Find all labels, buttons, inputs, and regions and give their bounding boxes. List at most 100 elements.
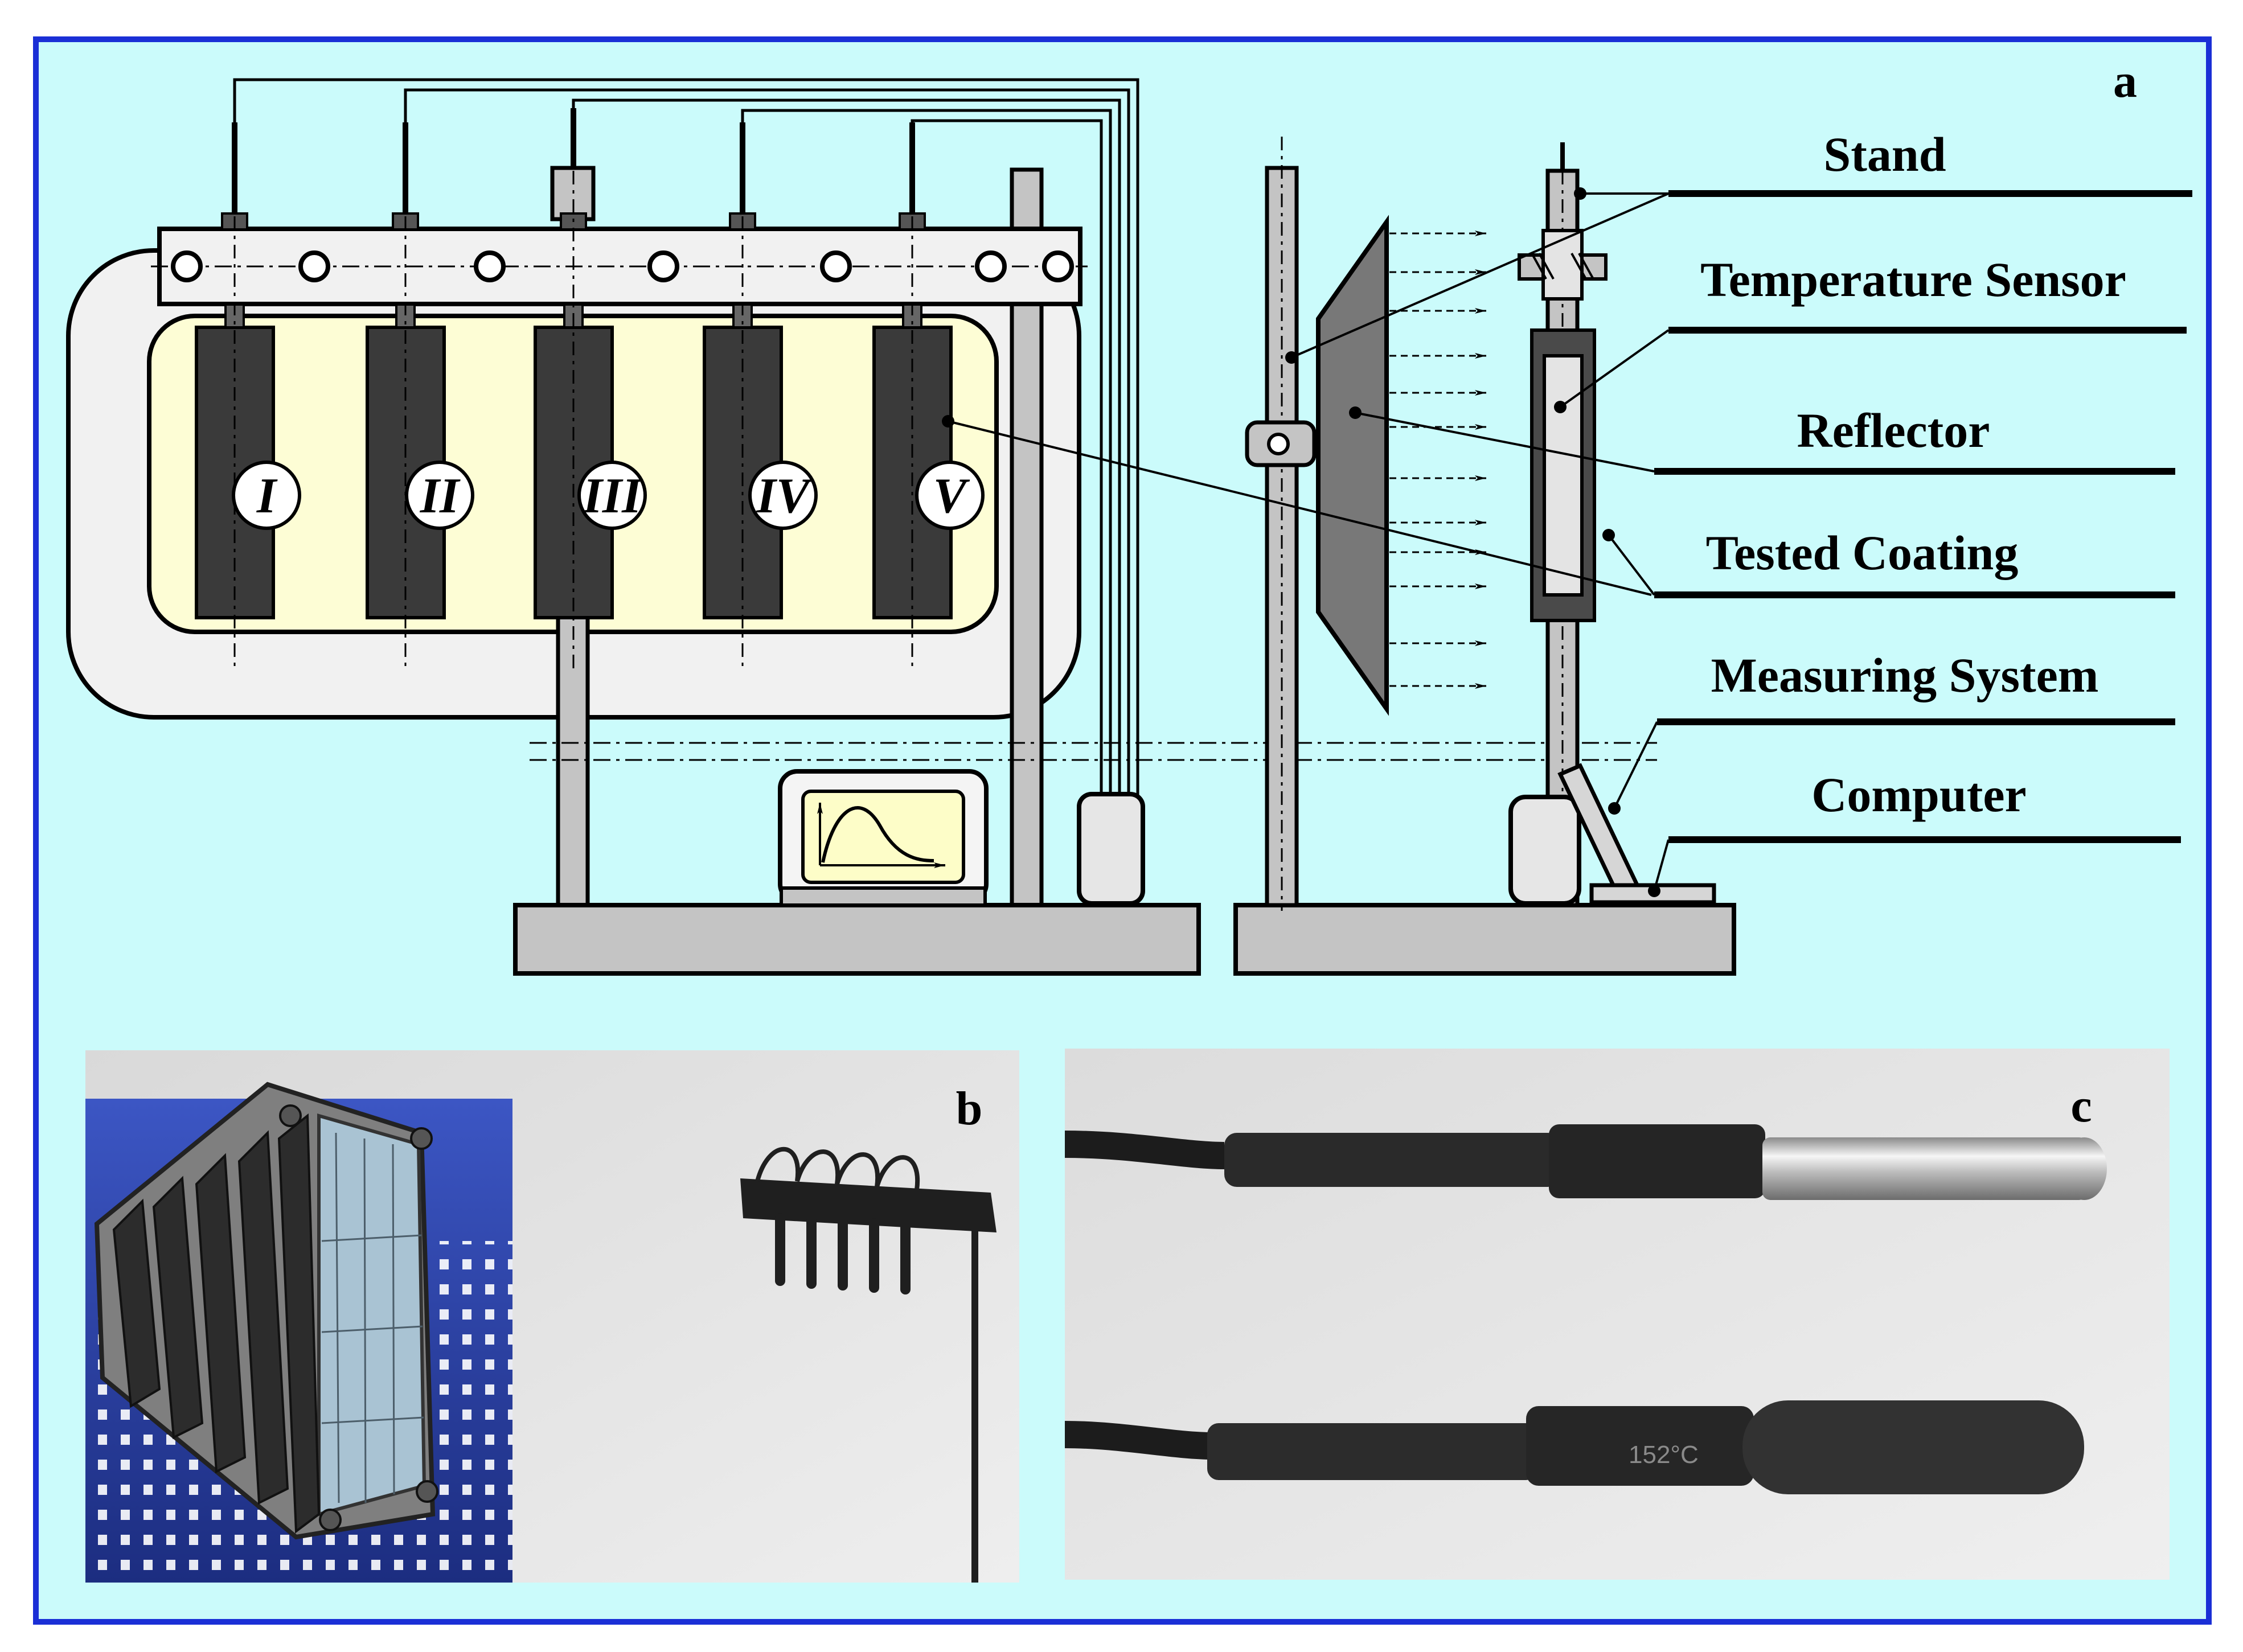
sensor-comb-photo	[740, 1147, 997, 1583]
lamp-numeral: IV	[756, 469, 813, 524]
rail-bolt	[474, 250, 506, 282]
fin	[112, 1198, 161, 1408]
rail-bolt	[1042, 250, 1074, 282]
leader-line	[1613, 721, 1658, 809]
lamp-terminal	[560, 212, 587, 231]
wire	[572, 98, 1121, 797]
assembly-fins	[112, 1113, 321, 1534]
callout-measuring-system: Measuring System	[1711, 648, 2099, 702]
screen-curve	[821, 806, 934, 863]
rail-bolt	[647, 250, 679, 282]
probe-sleeve	[1207, 1423, 1537, 1480]
glass-grid	[321, 1416, 424, 1424]
coil-stripe	[1531, 253, 1547, 280]
probe-print: 152°C	[1629, 1441, 1699, 1469]
rail-bolt	[820, 250, 852, 282]
coil-stripe	[1570, 253, 1587, 280]
panel-a-letter: a	[2113, 55, 2137, 108]
leader-line	[1653, 839, 1670, 891]
assembly-bolt	[416, 1480, 438, 1503]
leader-line	[1608, 534, 1655, 596]
rail-bolt	[171, 250, 203, 282]
callout-tested-coating: Tested Coating	[1706, 525, 2019, 580]
glass-grid	[363, 1138, 367, 1503]
lamp-numeral: V	[933, 469, 970, 524]
lamp-numeral-badge	[577, 461, 647, 530]
sensor-clamp-body	[1541, 229, 1584, 301]
probe-shrink	[1526, 1406, 1754, 1486]
sensor-coil	[1531, 253, 1594, 280]
left-base	[513, 903, 1201, 976]
probe-steel-tip	[1762, 1137, 2087, 1200]
lamp-numeral: III	[583, 469, 643, 524]
lamps: I II III	[195, 108, 985, 672]
lamp-assembly-photo	[94, 1082, 438, 1540]
assembly-bolt	[279, 1104, 302, 1127]
panel-b-letter: b	[956, 1082, 983, 1135]
probe-shrink	[1549, 1124, 1765, 1198]
lamp-V: V	[872, 122, 985, 672]
lamp-numeral-badge	[748, 461, 818, 530]
monitor-stand	[780, 886, 987, 907]
probe-rubber-tip	[1742, 1400, 2084, 1494]
lamp-numeral-badge	[915, 461, 985, 530]
leader-line	[1291, 192, 1669, 359]
lamp-numeral-badge	[405, 461, 474, 530]
measuring-box-left	[1077, 792, 1145, 906]
rail-bolt	[298, 250, 330, 282]
glass-grid	[321, 1234, 422, 1242]
callout-stand: Stand	[1823, 127, 1946, 182]
lamp-numeral: I	[256, 469, 278, 524]
fin	[237, 1130, 289, 1505]
panel-c: 152°C c	[1064, 1049, 2170, 1580]
leader-line	[1559, 329, 1670, 408]
comb-bar	[740, 1178, 997, 1232]
callout-reflector: Reflector	[1797, 403, 1990, 458]
coil-stripe	[1538, 253, 1555, 280]
rail-bolts	[171, 250, 1074, 282]
callout-dots	[942, 187, 1660, 897]
radiation-arrows	[1389, 231, 1486, 689]
tested-coating-plate	[1543, 354, 1584, 597]
callout-temperature-sensor: Temperature Sensor	[1700, 252, 2126, 307]
comb-teeth	[775, 1213, 911, 1295]
lamp-III: III	[534, 108, 647, 672]
probe-sleeve	[1224, 1133, 1560, 1187]
callout-computer: Computer	[1811, 767, 2026, 822]
leader-line	[1355, 412, 1655, 472]
assembly-bolt	[319, 1509, 342, 1531]
wire	[233, 78, 1139, 797]
callout-rules	[1654, 190, 2192, 843]
lamp-numeral: II	[420, 469, 461, 524]
glass-grid	[335, 1132, 340, 1503]
measuring-box-right	[1508, 795, 1581, 906]
lamp-numeral-badge	[232, 461, 301, 530]
probe-steel	[1064, 1124, 2107, 1200]
lamp-I: I	[195, 122, 301, 672]
fin	[152, 1176, 204, 1440]
panel-c-letter: c	[2070, 1079, 2092, 1132]
right-base	[1233, 903, 1736, 976]
wire	[404, 88, 1130, 797]
callout-leaders	[948, 192, 1670, 891]
probe-cable	[1064, 1131, 1225, 1169]
reflector-clamp-hole	[1267, 433, 1290, 455]
leader-line	[948, 420, 1652, 596]
glass-grid	[392, 1144, 395, 1495]
monitor-screen	[801, 790, 965, 884]
probe-tip-end	[2061, 1137, 2107, 1200]
monitor	[778, 769, 989, 907]
panel-a: a	[66, 55, 2192, 976]
lamp-IV: IV	[703, 122, 818, 672]
probe-cable	[1064, 1421, 1213, 1460]
glass-grid	[321, 1325, 423, 1333]
rail-bolt	[975, 250, 1007, 282]
assembly-glass	[317, 1113, 427, 1517]
wire	[741, 109, 1112, 797]
probe-rubber: 152°C	[1064, 1400, 2084, 1494]
comb-wires	[755, 1147, 920, 1190]
coil-stripe	[1578, 253, 1594, 280]
lamp-II: II	[366, 122, 474, 672]
assembly-bolt	[410, 1127, 433, 1150]
